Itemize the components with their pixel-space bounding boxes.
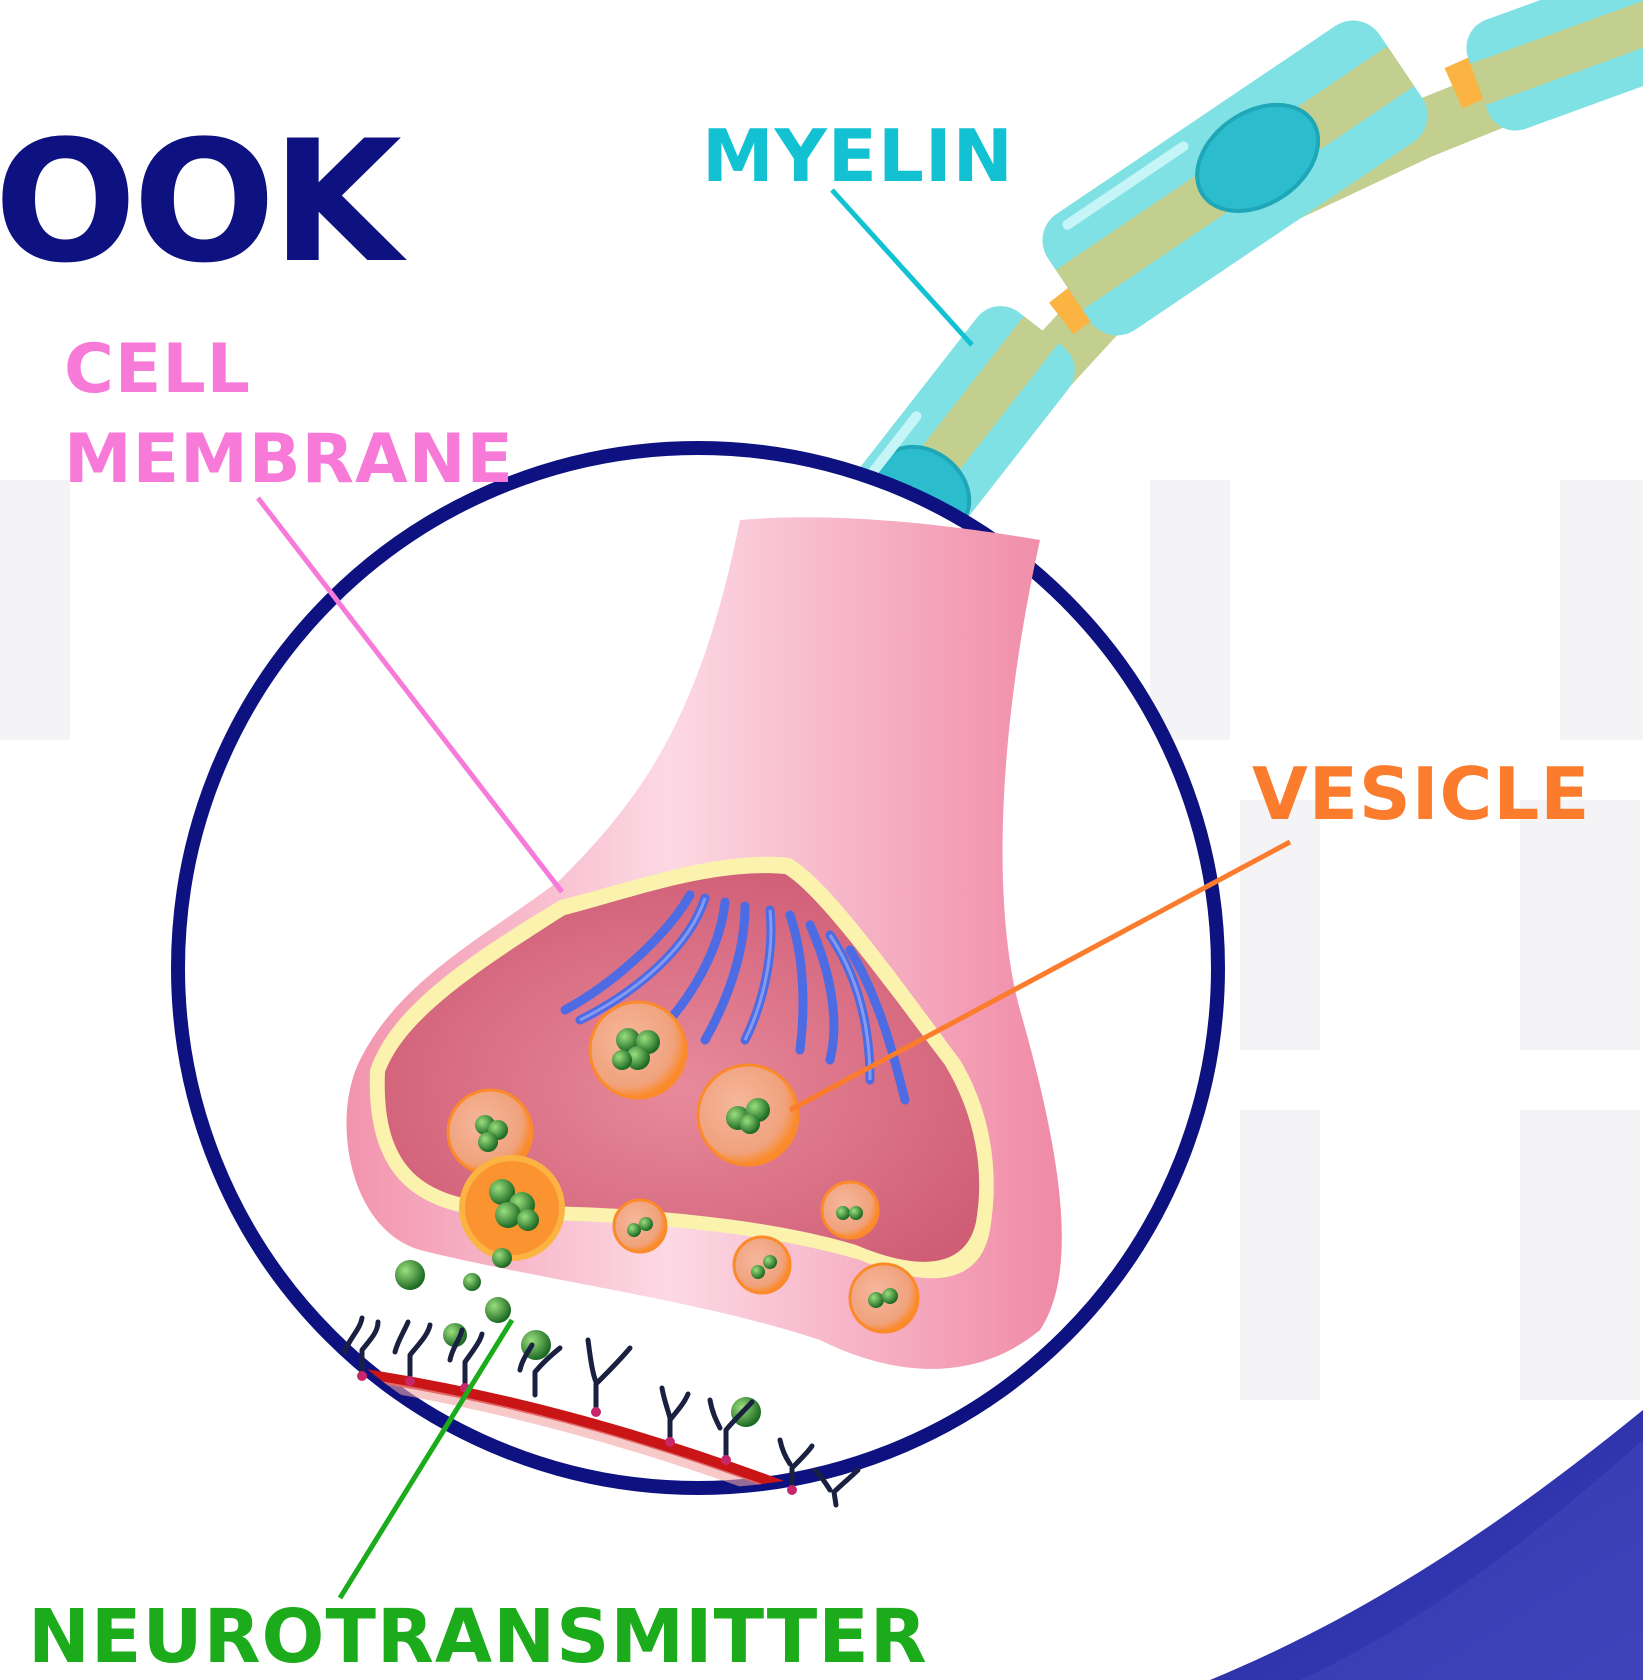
vesicle	[698, 1065, 798, 1165]
cell-membrane-label-line2: MEMBRANE	[64, 426, 514, 494]
page-title: OOK	[0, 118, 398, 286]
vesicle-label: VESICLE	[1252, 758, 1590, 830]
myelin-leader	[832, 190, 972, 345]
vesicle	[850, 1264, 918, 1332]
vesicle	[590, 1002, 686, 1098]
neurotransmitter-label: NEUROTRANSMITTER	[28, 1600, 928, 1674]
vesicle	[462, 1158, 562, 1258]
vesicle	[822, 1182, 878, 1238]
vesicle	[614, 1200, 666, 1252]
axon	[823, 0, 1643, 586]
vesicle	[734, 1237, 790, 1293]
cell-membrane-label-line1: CELL	[64, 336, 251, 404]
myelin-label: MYELIN	[702, 120, 1014, 192]
